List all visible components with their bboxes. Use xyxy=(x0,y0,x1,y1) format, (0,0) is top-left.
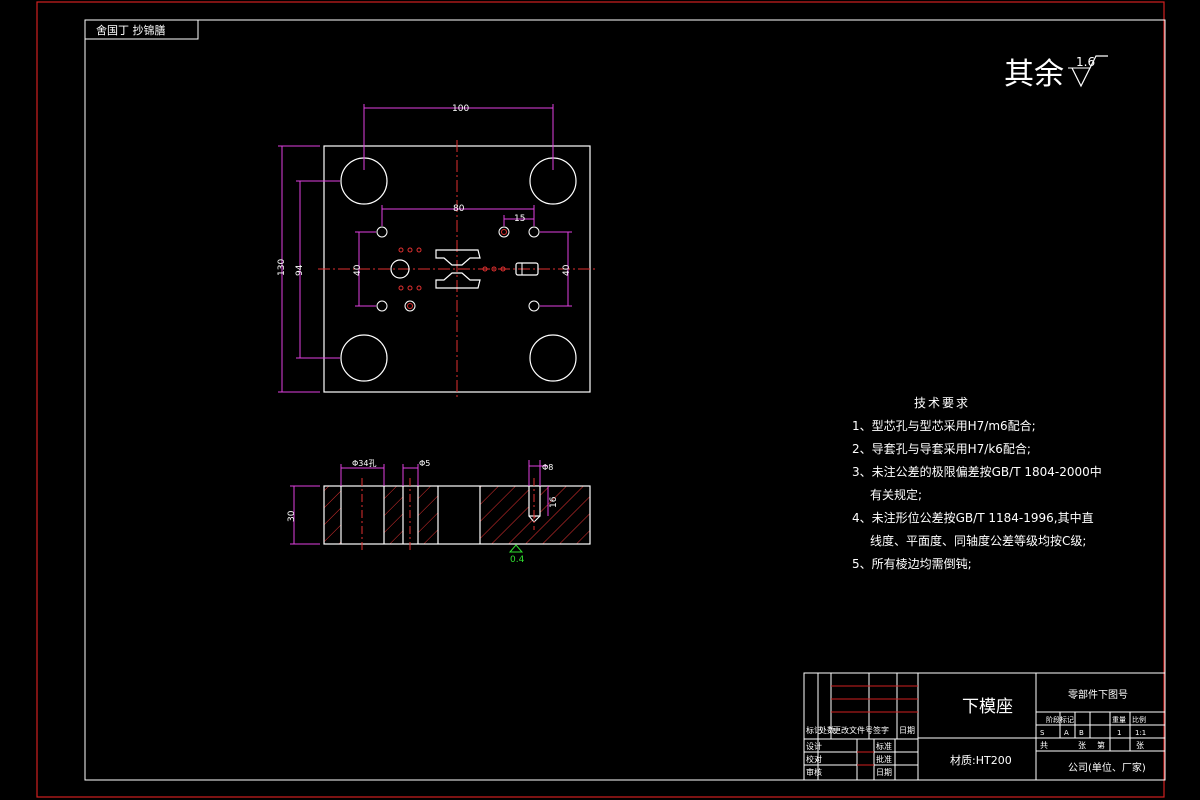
material: 材质:HT200 xyxy=(950,753,1012,767)
section-outline xyxy=(323,485,591,545)
svg-text:Φ8: Φ8 xyxy=(542,463,553,472)
screw-hole xyxy=(498,226,510,238)
svg-text:S: S xyxy=(1040,729,1045,737)
tech-item: 3、未注公差的极限偏差按GB/T 1804-2000中 xyxy=(852,465,1102,479)
plan-view: 100 80 15 130 94 40 40 xyxy=(277,104,596,398)
outer-border xyxy=(36,1,1165,798)
drawing-number: 零部件下图号 xyxy=(1068,688,1128,701)
screw-hole xyxy=(528,300,540,312)
screw-hole xyxy=(528,226,540,238)
tech-requirements: 技术要求 1、型芯孔与型芯采用H7/m6配合; 2、导套孔与导套采用H7/k6配… xyxy=(852,392,1152,576)
roughness-general: 其余 1.6 xyxy=(1004,55,1108,92)
guide-hole xyxy=(340,334,388,382)
svg-text:更改文件号: 更改文件号 xyxy=(833,725,873,735)
screw-hole xyxy=(376,300,388,312)
svg-text:其余: 其余 xyxy=(1004,57,1064,92)
svg-text:40: 40 xyxy=(353,264,363,276)
title-block-text: 标记 处数 更改文件号 签字 日期 设计 校对 审核 标准 批准 日期 下模座 … xyxy=(806,688,1146,777)
inner-border xyxy=(84,19,1166,781)
svg-text:张: 张 xyxy=(1136,741,1144,750)
svg-text:16: 16 xyxy=(549,496,559,508)
svg-text:30: 30 xyxy=(287,510,297,522)
roughness-bottom: 0.4 xyxy=(508,544,525,565)
svg-text:签字: 签字 xyxy=(873,725,889,735)
company: 公司(单位、厂家) xyxy=(1068,761,1146,774)
header-tag: 舍国丁 抄锦膳 xyxy=(84,19,199,40)
title-block xyxy=(803,672,1166,781)
svg-text:阶段标记: 阶段标记 xyxy=(1046,715,1074,724)
svg-text:标准: 标准 xyxy=(876,741,892,751)
svg-text:94: 94 xyxy=(295,264,305,276)
svg-text:日期: 日期 xyxy=(899,726,915,735)
svg-text:1: 1 xyxy=(1117,729,1121,737)
svg-text:重量: 重量 xyxy=(1112,716,1126,724)
tech-item: 有关规定; xyxy=(870,488,923,502)
svg-text:Φ5: Φ5 xyxy=(419,459,430,468)
svg-text:1:1: 1:1 xyxy=(1135,729,1146,737)
svg-text:张: 张 xyxy=(1078,741,1086,750)
svg-text:80: 80 xyxy=(453,204,465,214)
part-name: 下模座 xyxy=(962,697,1013,717)
tech-item: 线度、平面度、同轴度公差等级均按C级; xyxy=(870,534,1087,548)
svg-text:标记: 标记 xyxy=(806,725,822,735)
die-cavity-upper xyxy=(435,249,481,266)
pilot-dots xyxy=(398,247,506,291)
svg-text:0.4: 0.4 xyxy=(510,555,525,565)
svg-text:100: 100 xyxy=(452,104,469,114)
svg-text:第: 第 xyxy=(1097,740,1105,750)
screw-hole xyxy=(376,226,388,238)
svg-text:审核: 审核 xyxy=(806,767,822,777)
svg-text:A: A xyxy=(1064,729,1069,737)
svg-text:比例: 比例 xyxy=(1132,715,1146,724)
svg-text:处数: 处数 xyxy=(819,725,835,735)
tech-item: 2、导套孔与导套采用H7/k6配合; xyxy=(852,442,1031,456)
svg-text:日期: 日期 xyxy=(876,768,892,777)
center-hole xyxy=(390,259,410,279)
pin-hole xyxy=(404,300,416,312)
svg-text:40: 40 xyxy=(562,264,572,276)
svg-text:130: 130 xyxy=(277,259,287,276)
section-view: Φ34孔 Φ5 Φ8 30 16 0.4 xyxy=(287,459,591,565)
svg-text:1.6: 1.6 xyxy=(1076,55,1095,69)
svg-text:设计: 设计 xyxy=(806,741,822,751)
svg-text:共: 共 xyxy=(1040,741,1048,750)
tech-item: 1、型芯孔与型芯采用H7/m6配合; xyxy=(852,419,1036,433)
svg-text:舍国丁 抄锦膳: 舍国丁 抄锦膳 xyxy=(96,23,166,37)
svg-text:批准: 批准 xyxy=(876,754,892,764)
slot xyxy=(515,262,539,276)
tech-item: 4、未注形位公差按GB/T 1184-1996,其中直 xyxy=(852,511,1094,525)
tech-requirements-title: 技术要求 xyxy=(913,396,970,410)
svg-text:15: 15 xyxy=(514,214,525,224)
svg-text:Φ34孔: Φ34孔 xyxy=(352,459,376,468)
svg-text:B: B xyxy=(1079,729,1084,737)
svg-text:校对: 校对 xyxy=(806,754,822,764)
die-cavity-lower xyxy=(435,272,481,289)
guide-hole xyxy=(529,334,577,382)
tech-item: 5、所有棱边均需倒钝; xyxy=(852,557,972,571)
